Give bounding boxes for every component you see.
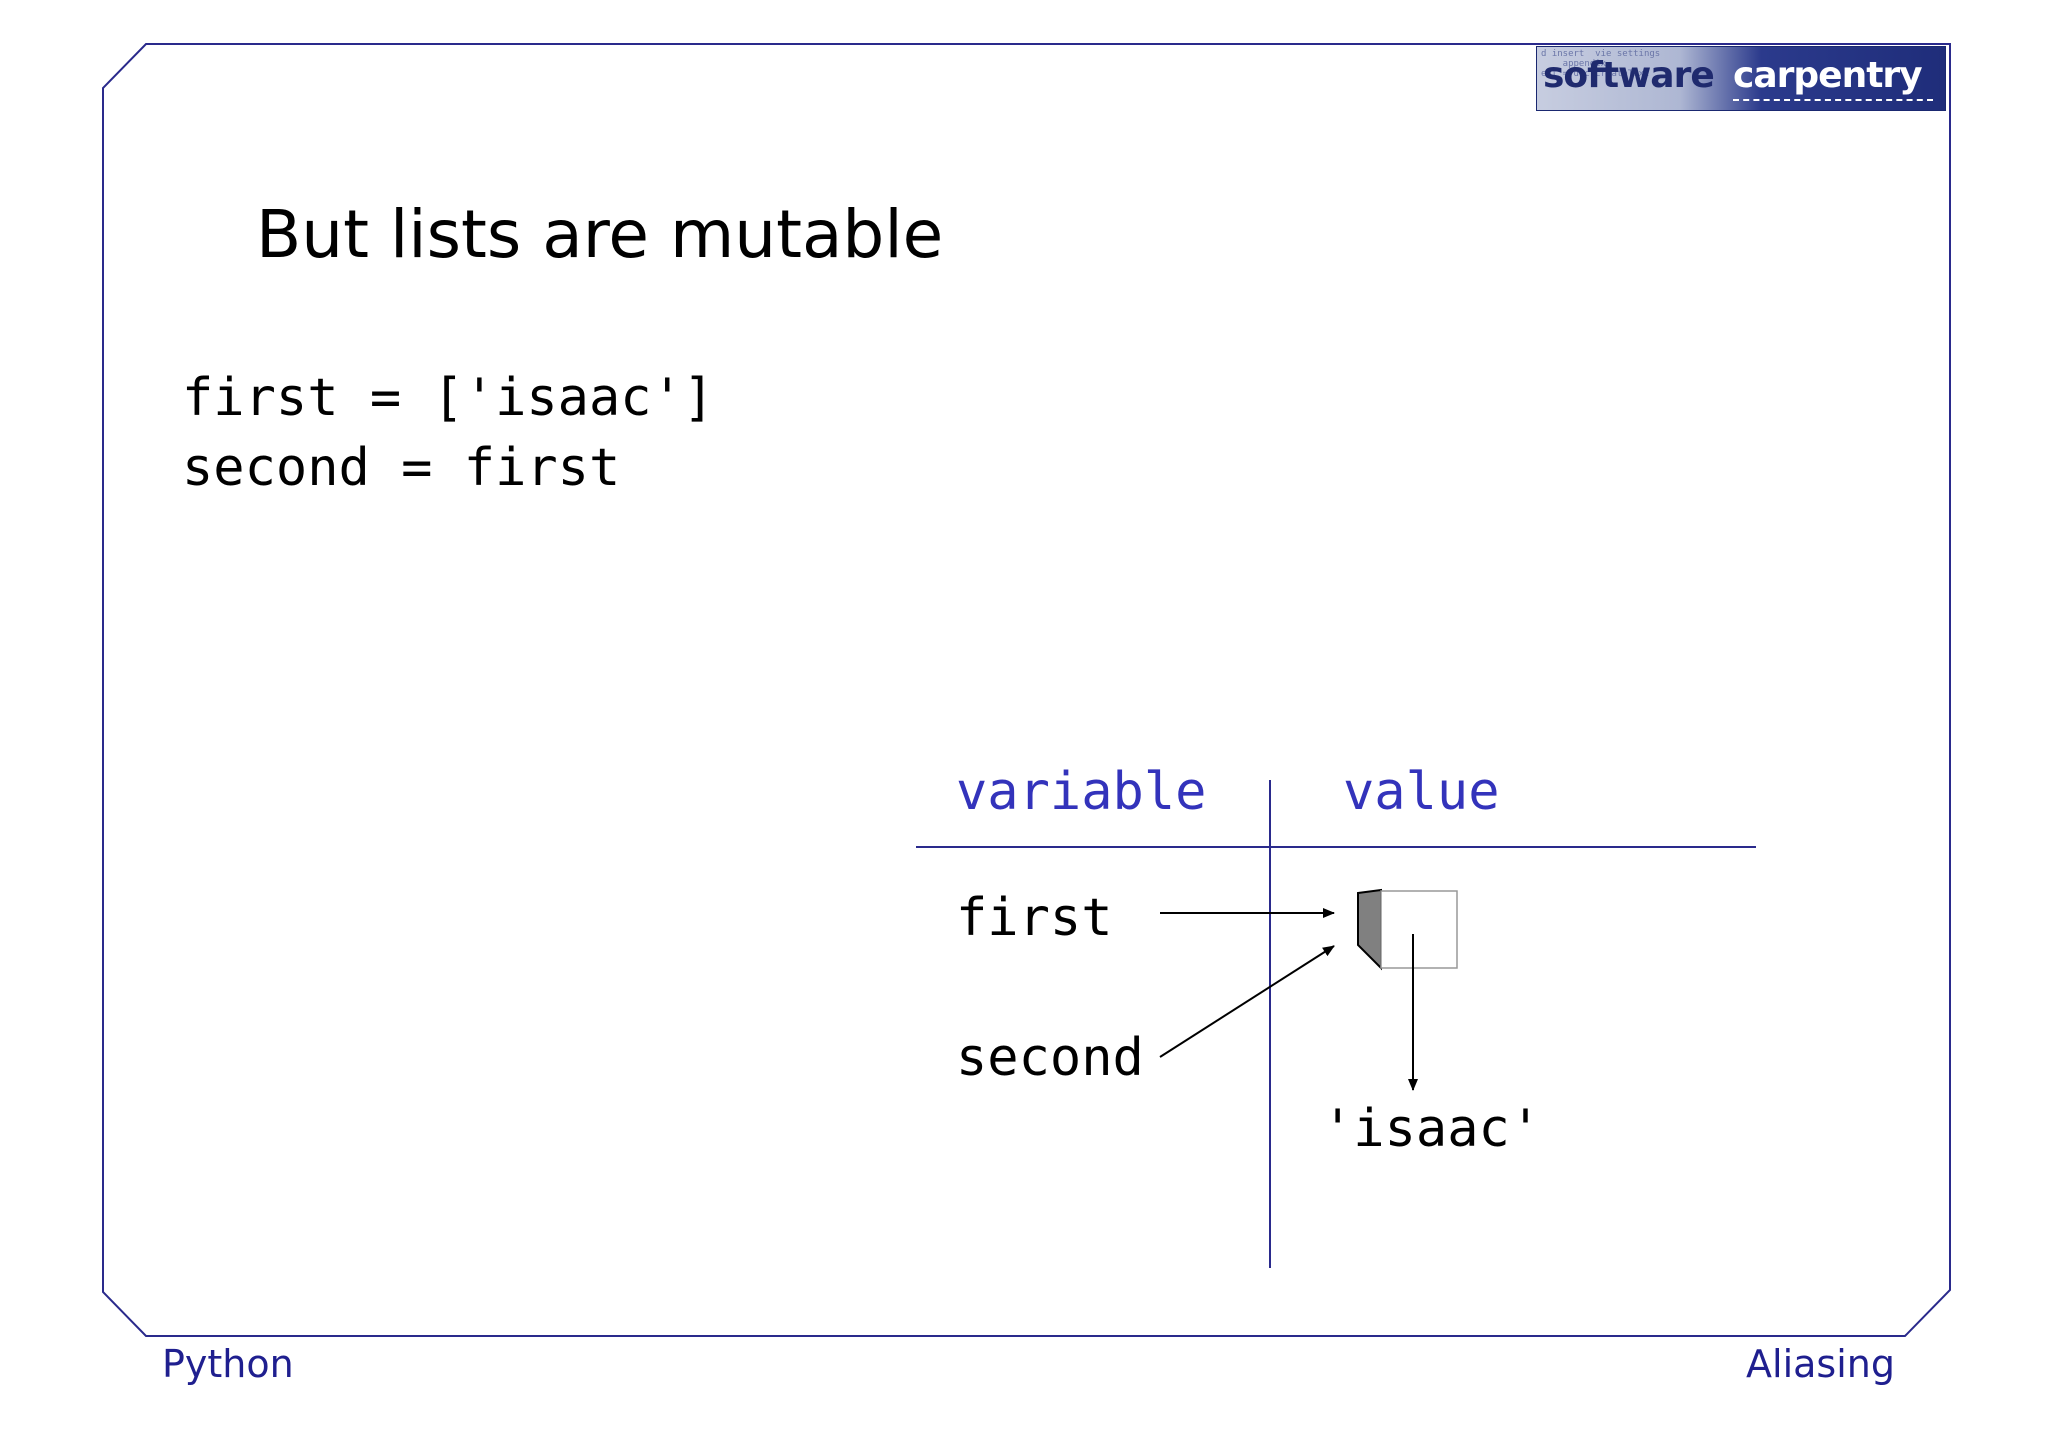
slide-title: But lists are mutable [256,196,944,273]
logo-dotted-underline [1733,99,1933,101]
arrow-second-to-list [1159,945,1335,1058]
variable-first: first [956,888,1113,948]
footer-section: Aliasing [1746,1342,1895,1386]
header-value: value [1343,762,1500,822]
variable-second: second [956,1028,1144,1088]
software-carpentry-logo: d insert vie settings appendix ext = doc… [1536,46,1946,111]
list-reference-cell [1357,888,1382,971]
code-line-1: first = ['isaac'] [182,368,715,428]
footer-topic: Python [162,1342,294,1386]
logo-word-carpentry: carpentry [1733,55,1923,96]
value-isaac: 'isaac' [1322,1099,1541,1159]
logo-background-text: d insert vie settings appendix ext = doc… [1541,49,1661,79]
logo-word-software: software [1543,55,1715,96]
code-line-2: second = first [182,438,621,498]
header-variable: variable [956,762,1206,822]
list-element-box [1380,890,1458,969]
